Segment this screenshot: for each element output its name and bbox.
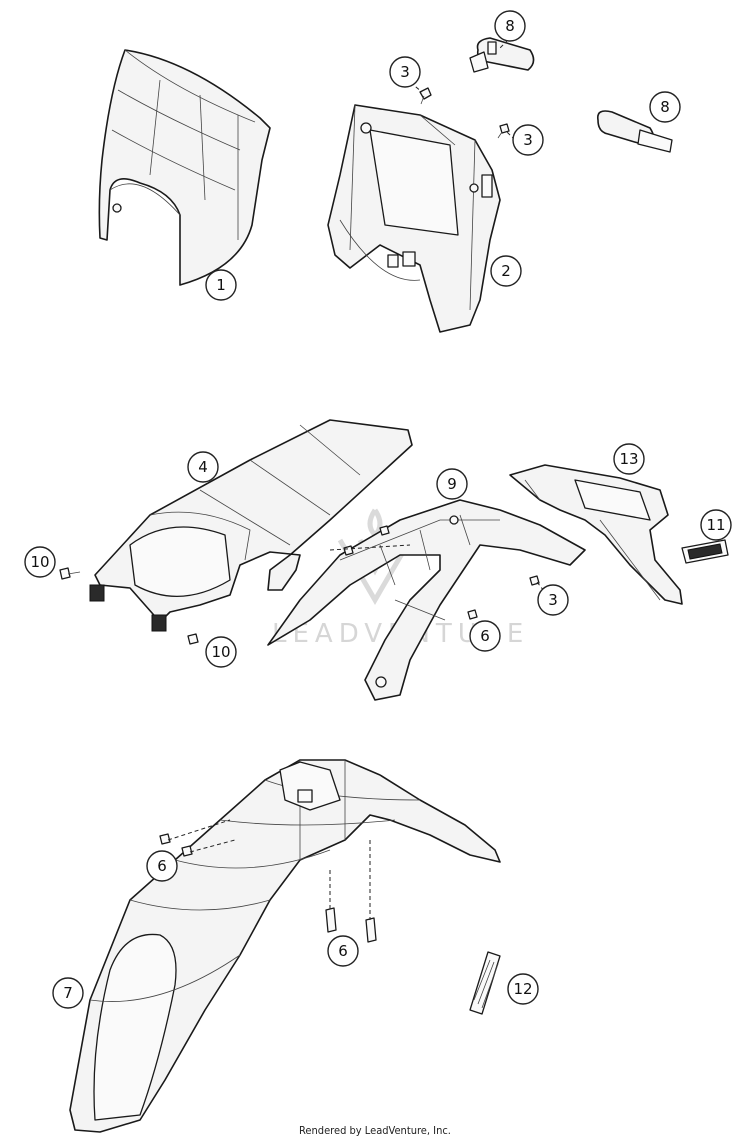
svg-text:12: 12 [513,980,532,998]
callout-4: 4 [187,451,219,483]
screw-6-middle [343,525,478,620]
part-number-plate-holder [509,464,683,605]
footer-credit: Rendered by LeadVenture, Inc. [299,1124,451,1137]
screw-10-bottom [187,633,199,645]
callout-13: 13 [613,443,645,475]
callout-12: 12 [507,973,539,1005]
part-rear-fender-front [89,419,413,632]
svg-text:2: 2 [501,262,511,280]
svg-text:7: 7 [63,984,73,1002]
part-clamp-8-top [469,37,535,73]
part-clamp-8-right [596,110,673,153]
screw-6-front-fender [159,833,377,943]
screw-3-top [419,87,432,105]
callout-3-right: 3 [512,124,544,156]
callout-10-bottom: 10 [205,636,237,668]
svg-text:6: 6 [338,942,348,960]
callout-8-top: 8 [494,10,526,42]
callout-11: 11 [700,509,732,541]
callout-2: 2 [490,255,522,287]
part-headlight-mask [98,49,271,286]
svg-text:10: 10 [211,643,230,661]
svg-text:8: 8 [505,17,515,35]
svg-text:3: 3 [548,591,558,609]
callout-6-fender-left: 6 [146,850,178,882]
svg-text:6: 6 [157,857,167,875]
callout-6-fender-bottom: 6 [327,935,359,967]
svg-text:9: 9 [447,475,457,493]
screw-3-middle [529,575,540,586]
svg-text:8: 8 [660,98,670,116]
part-headlight-bracket [327,104,501,333]
part-reflector [681,539,729,564]
callout-3-top: 3 [389,56,421,88]
callout-9: 9 [436,468,468,500]
part-sticker [469,951,501,1015]
svg-text:3: 3 [523,131,533,149]
callout-3-middle: 3 [537,584,569,616]
svg-text:1: 1 [216,276,226,294]
screw-10-left [59,567,81,580]
svg-text:6: 6 [480,627,490,645]
svg-text:3: 3 [400,63,410,81]
svg-text:13: 13 [619,450,638,468]
svg-text:10: 10 [30,553,49,571]
callout-1: 1 [205,269,237,301]
svg-text:4: 4 [198,458,208,476]
svg-text:11: 11 [706,516,725,534]
screw-3-right [497,123,510,139]
callout-6-middle: 6 [469,620,501,652]
callout-8-right: 8 [649,91,681,123]
part-front-fender [69,759,501,1133]
callout-7: 7 [52,977,84,1009]
callout-10-left: 10 [24,546,56,578]
part-subframe [267,499,586,701]
